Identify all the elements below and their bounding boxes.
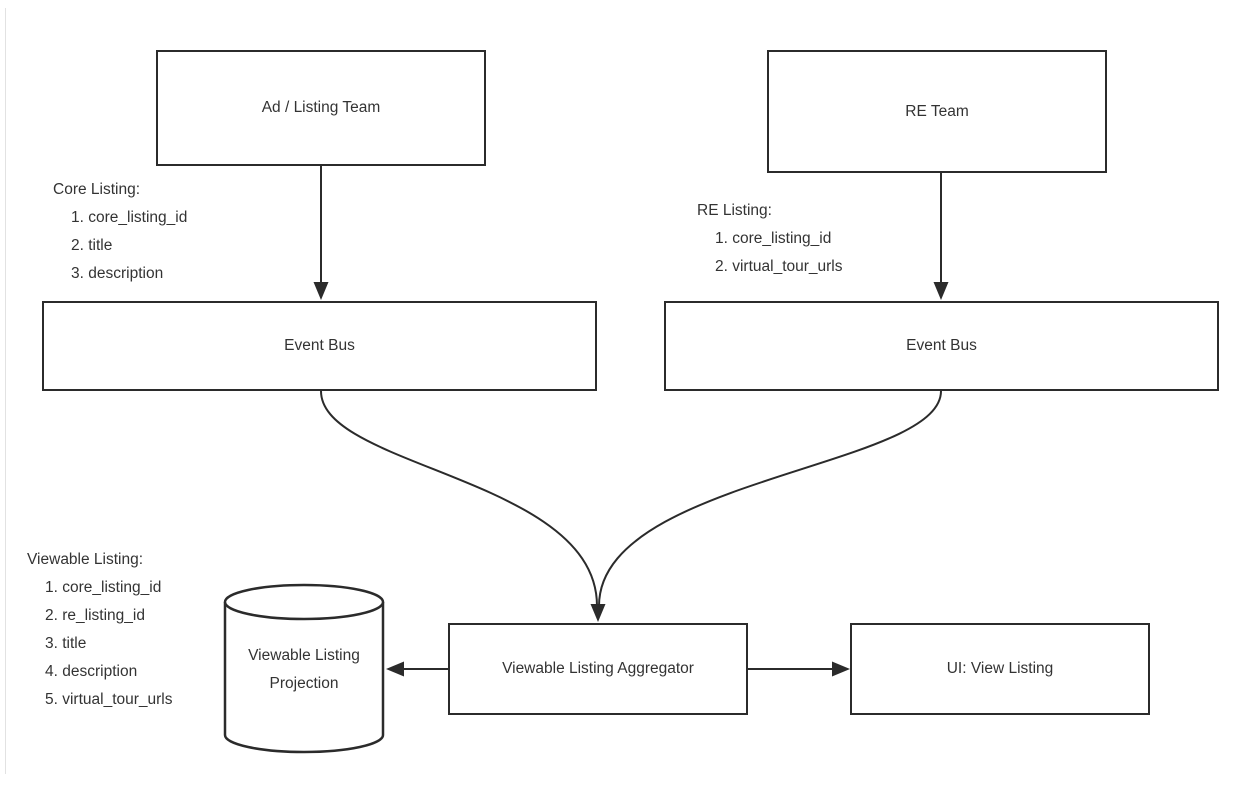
node-viewable-listing-aggregator-label: Viewable Listing Aggregator — [502, 660, 694, 677]
canvas-left-edge-line — [5, 8, 6, 774]
annotation-core-listing: Core Listing: 1. core_listing_id 2. titl… — [53, 176, 187, 288]
node-event-bus-right: Event Bus — [664, 301, 1219, 391]
arrow-aggregator-to-projection — [386, 661, 448, 677]
curve-eventbus-left-to-aggregator — [320, 390, 598, 607]
node-viewable-listing-aggregator: Viewable Listing Aggregator — [448, 623, 748, 715]
annotation-viewable-listing-item: 3. title — [45, 635, 87, 652]
arrow-reteam-to-eventbus — [933, 173, 949, 300]
annotation-re-listing-title: RE Listing: — [697, 202, 772, 219]
node-ad-listing-team-label: Ad / Listing Team — [261, 99, 381, 116]
database-cylinder — [223, 583, 385, 754]
annotation-re-listing-item: 1. core_listing_id — [715, 230, 832, 247]
annotation-core-listing-title: Core Listing: — [53, 181, 141, 198]
node-ui-view-listing-label: UI: View Listing — [946, 660, 1054, 677]
annotation-core-listing-item: 3. description — [71, 265, 164, 282]
annotation-viewable-listing-item: 4. description — [45, 663, 138, 680]
node-re-team: RE Team — [767, 50, 1107, 173]
curve-eventbus-right-to-aggregator — [590, 390, 942, 622]
annotation-re-listing: RE Listing: 1. core_listing_id 2. virtua… — [697, 197, 843, 281]
node-re-team-label: RE Team — [905, 102, 969, 120]
node-event-bus-right-label: Event Bus — [906, 337, 977, 354]
annotation-viewable-listing-item: 5. virtual_tour_urls — [45, 691, 173, 708]
node-event-bus-left-label: Event Bus — [284, 337, 355, 354]
node-event-bus-left: Event Bus — [42, 301, 597, 391]
annotation-core-listing-item: 2. title — [71, 237, 113, 254]
annotation-core-listing-item: 1. core_listing_id — [71, 209, 188, 226]
annotation-viewable-listing-item: 2. re_listing_id — [45, 607, 145, 624]
node-ui-view-listing: UI: View Listing — [850, 623, 1150, 715]
annotation-re-listing-item: 2. virtual_tour_urls — [715, 258, 843, 275]
annotation-viewable-listing-item: 1. core_listing_id — [45, 579, 162, 596]
node-viewable-listing-projection-label: Viewable Listing Projection — [248, 647, 360, 692]
arrow-adteam-to-eventbus — [313, 166, 329, 300]
annotation-viewable-listing-title: Viewable Listing: — [27, 551, 144, 568]
node-ad-listing-team: Ad / Listing Team — [156, 50, 486, 166]
annotation-viewable-listing: Viewable Listing: 1. core_listing_id 2. … — [27, 546, 173, 714]
arrow-aggregator-to-ui — [748, 661, 850, 677]
